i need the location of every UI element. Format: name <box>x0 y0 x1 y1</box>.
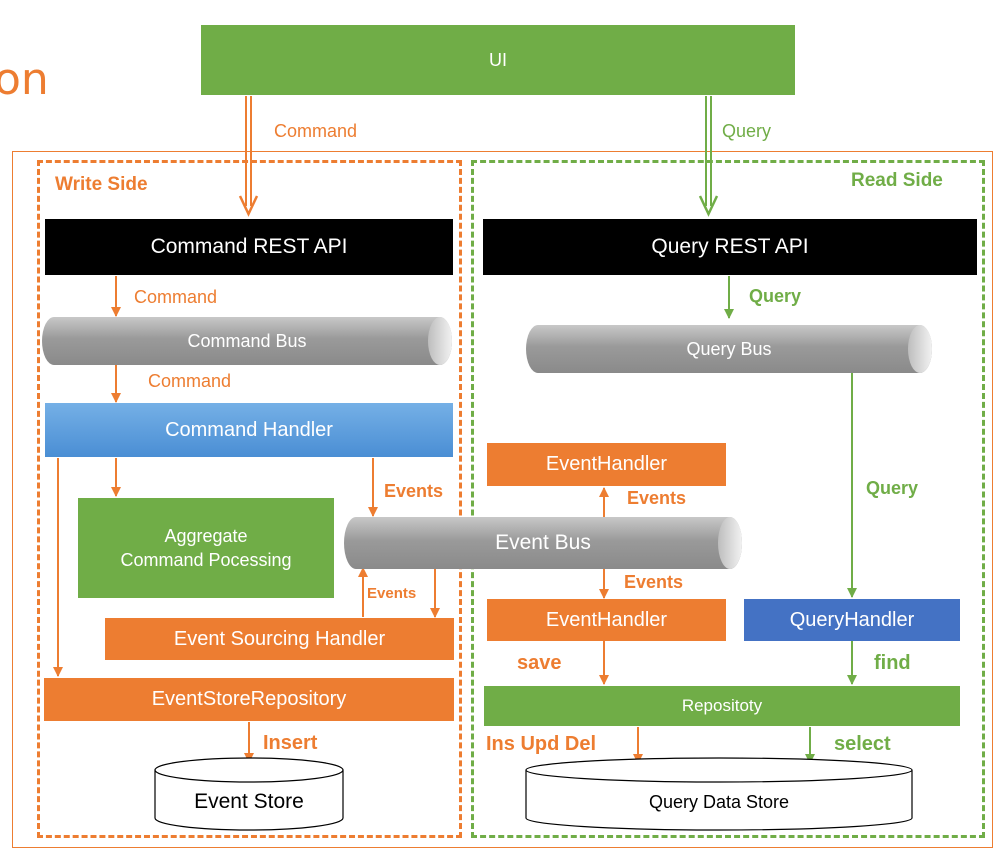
events-label-up: Events <box>627 488 687 508</box>
command-bus-cylinder <box>42 317 452 365</box>
query-rest-api-box: Query REST API <box>483 219 977 275</box>
save-label: save <box>517 652 562 674</box>
events-label-2: Events <box>367 585 417 602</box>
query-data-store-label: Query Data Store <box>648 791 790 812</box>
repository-label: Repositoty <box>681 696 763 715</box>
query-rest-api-label: Query REST API <box>651 235 809 258</box>
events-label-1: Events <box>384 481 444 501</box>
event-handler-bottom-label: EventHandler <box>545 608 668 631</box>
find-label: find <box>874 652 911 674</box>
ui-bar: UI <box>201 25 795 95</box>
event-handler-top-label: EventHandler <box>545 453 668 475</box>
insert-label: Insert <box>263 732 318 754</box>
event-store-repository-label: EventStoreRepository <box>151 688 347 710</box>
page-title-fragment: on <box>0 54 49 105</box>
event-store-cylinder <box>154 757 344 831</box>
ins-upd-del-label: Ins Upd Del <box>486 733 597 755</box>
command-handler-label: Command Handler <box>165 418 333 441</box>
query-label-2: Query <box>866 478 919 498</box>
event-store-repository-box: EventStoreRepository <box>44 678 454 721</box>
query-handler-label: QueryHandler <box>789 608 915 631</box>
aggregate-box: Aggregate Command Pocessing <box>78 498 334 598</box>
aggregate-label-line2: Command Pocessing <box>120 550 292 570</box>
event-handler-top-box: EventHandler <box>487 443 726 486</box>
query-flow-label: Query <box>722 121 772 141</box>
query-flow-arrow <box>698 96 719 217</box>
event-store-label: Event Store <box>194 790 304 813</box>
query-bus-cylinder <box>526 325 932 373</box>
query-handler-box: QueryHandler <box>744 599 960 641</box>
repository-box: Repositoty <box>484 686 960 726</box>
aggregate-label-line1: Aggregate <box>164 525 248 546</box>
command-rest-api-label: Command REST API <box>150 235 348 258</box>
command-flow-arrow <box>238 96 259 217</box>
read-side-frame <box>471 160 985 838</box>
event-sourcing-handler-label: Event Sourcing Handler <box>173 627 386 650</box>
event-bus-label: Event Bus <box>495 531 591 554</box>
command-label-2: Command <box>148 371 232 391</box>
diagram-outer-frame <box>12 151 993 848</box>
query-bus-label: Query Bus <box>686 338 772 359</box>
command-bus-label: Command Bus <box>187 330 307 351</box>
write-side-title: Write Side <box>55 174 148 195</box>
ui-label: UI <box>489 49 507 70</box>
query-data-store-cylinder <box>525 757 913 831</box>
write-side-frame <box>37 160 462 838</box>
select-label: select <box>834 733 891 755</box>
command-label-1: Command <box>134 287 218 307</box>
command-flow-label: Command <box>274 121 358 141</box>
command-handler-box: Command Handler <box>45 403 453 457</box>
event-bus-cylinder <box>344 517 742 569</box>
events-label-down: Events <box>624 572 684 592</box>
event-handler-bottom-box: EventHandler <box>487 599 726 641</box>
read-side-title: Read Side <box>851 170 943 191</box>
command-rest-api-box: Command REST API <box>45 219 453 275</box>
query-label-1: Query <box>749 286 802 306</box>
event-sourcing-handler-box: Event Sourcing Handler <box>105 618 454 660</box>
